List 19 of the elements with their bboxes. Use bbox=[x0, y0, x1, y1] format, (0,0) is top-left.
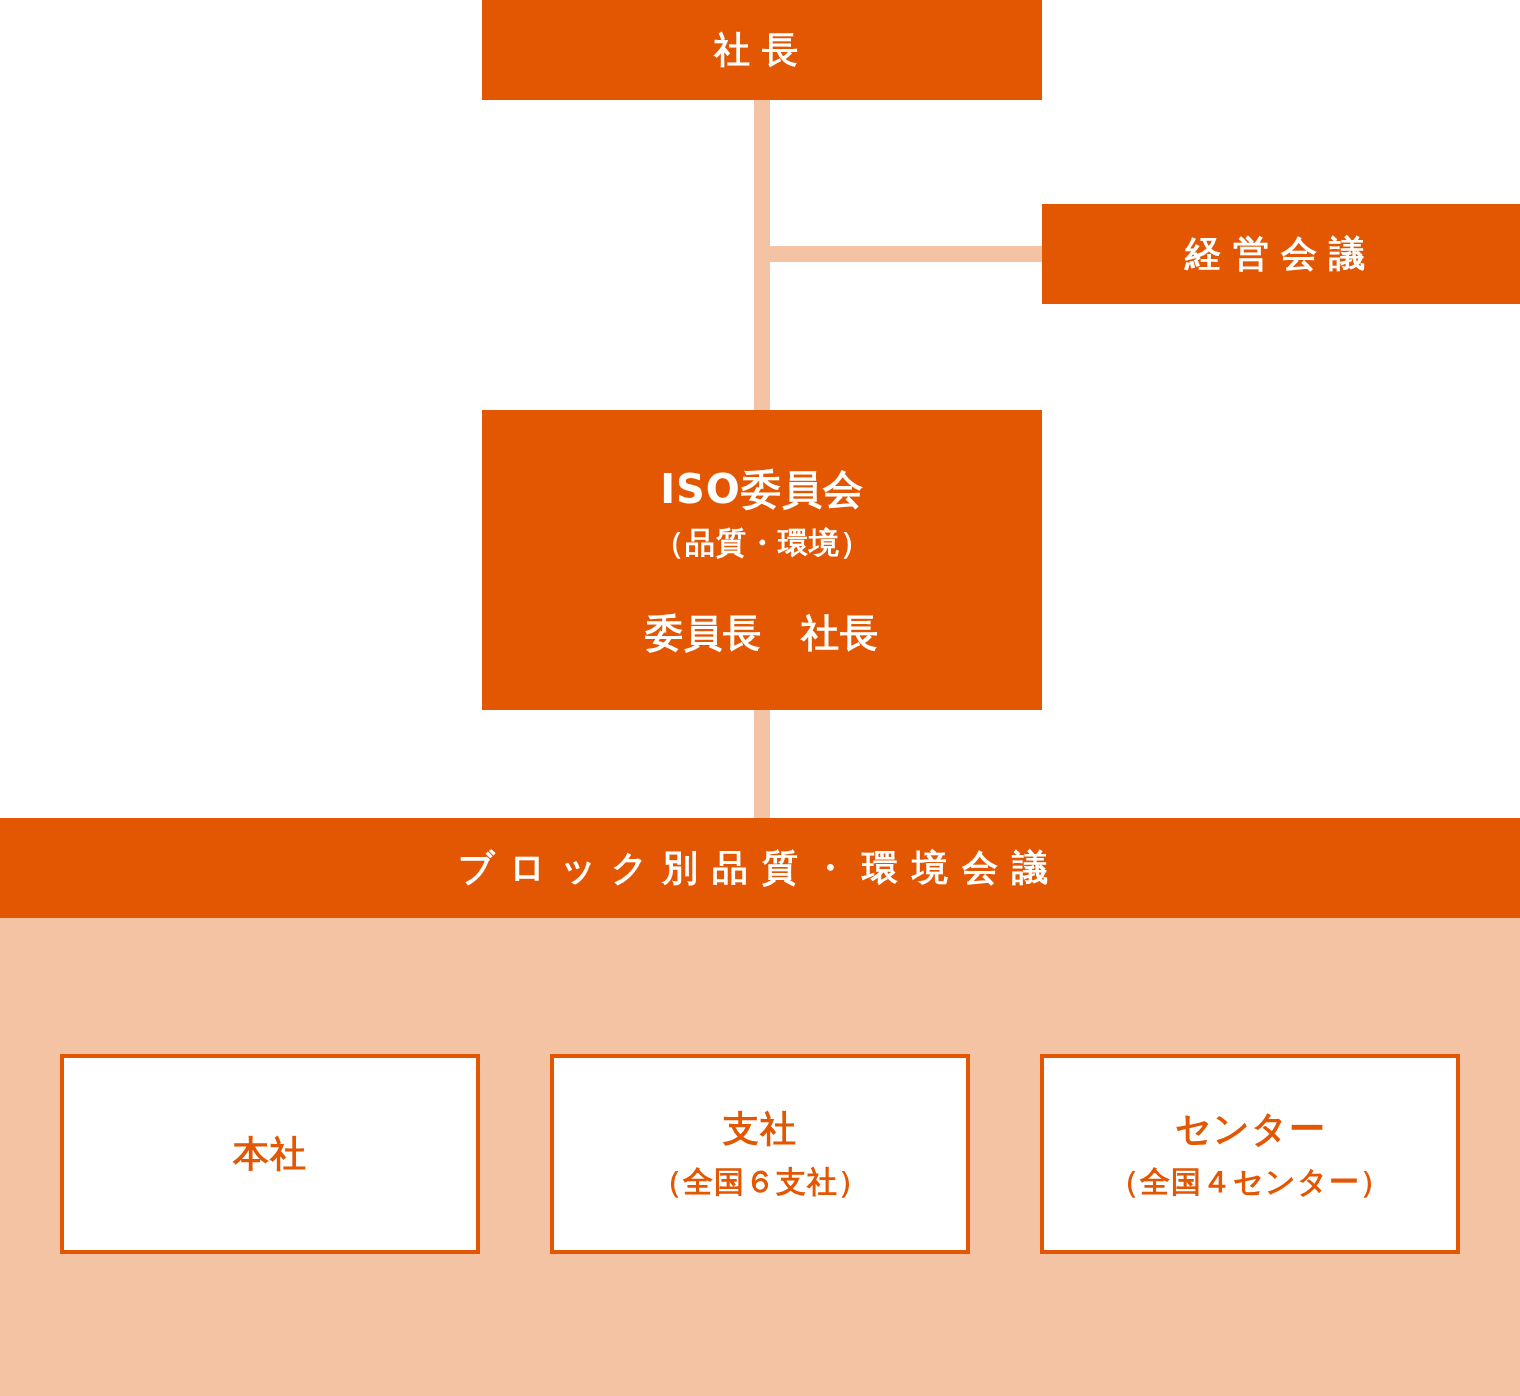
box-subtitle: （全国６支社） bbox=[651, 1163, 869, 1201]
box-subtitle: （全国４センター） bbox=[1109, 1163, 1391, 1201]
band-heading: ブロック別品質・環境会議 bbox=[0, 818, 1520, 918]
committee-box bbox=[482, 410, 1042, 710]
box-title: ISO委員会 bbox=[660, 464, 864, 514]
title-box bbox=[482, 0, 1042, 100]
box-subtitle: （品質・環境） bbox=[653, 523, 871, 562]
box-title: センター bbox=[1174, 1107, 1326, 1151]
box-title: 経営会議 bbox=[1185, 231, 1377, 276]
org-box bbox=[1040, 1054, 1460, 1254]
org-box bbox=[60, 1054, 480, 1254]
meeting-box bbox=[1042, 204, 1520, 304]
box-title: 本社 bbox=[233, 1131, 307, 1176]
box-title: 支社 bbox=[723, 1107, 797, 1151]
org-box bbox=[550, 1054, 970, 1254]
group-panel bbox=[0, 818, 1520, 1396]
box-title: 社長 bbox=[714, 27, 810, 72]
connector-line bbox=[754, 710, 770, 818]
box-subtitle: 委員長 社長 bbox=[645, 609, 879, 657]
